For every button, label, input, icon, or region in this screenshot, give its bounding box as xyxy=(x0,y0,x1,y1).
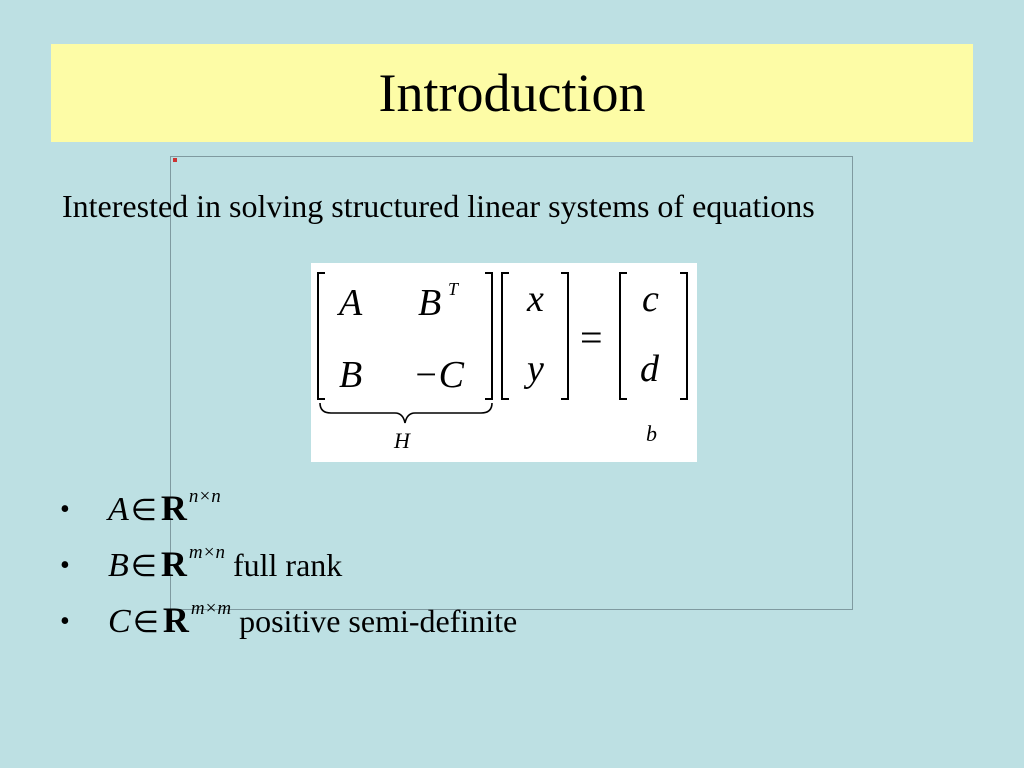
dimension-superscript: m×n xyxy=(188,542,225,563)
slide-title: Introduction xyxy=(378,63,646,123)
matrix-entry-minus-c: −C xyxy=(413,354,465,396)
bullet-description: positive semi-definite xyxy=(239,603,518,639)
math-var: B xyxy=(108,547,129,584)
dimension-superscript: n×n xyxy=(188,486,221,507)
intro-text: Interested in solving structured linear … xyxy=(62,188,815,224)
math-var: A xyxy=(108,491,129,528)
equation-box: A B T B −C x y = c d H b xyxy=(311,263,697,462)
vector-entry-d: d xyxy=(640,348,660,390)
bullet-icon: • xyxy=(60,606,70,637)
matrix-entry-a: A xyxy=(336,282,363,324)
matrix-entry-b-top: B xyxy=(418,282,441,324)
real-set-symbol: R xyxy=(160,488,187,528)
element-of-symbol: ∈ xyxy=(130,494,157,527)
vector-xy-left-bracket xyxy=(501,272,509,400)
vector-cd-left-bracket xyxy=(619,272,627,400)
matrix-h-right-bracket xyxy=(485,272,493,400)
bullet-description: full rank xyxy=(232,547,343,583)
matrix-h-left-bracket xyxy=(317,272,325,400)
image-placeholder-frame xyxy=(170,156,853,610)
broken-image-icon xyxy=(173,158,177,162)
vector-entry-y: y xyxy=(523,348,544,390)
underbrace-h xyxy=(319,402,493,424)
element-of-symbol: ∈ xyxy=(132,606,159,639)
bullet-icon: • xyxy=(60,494,70,525)
equals-sign: = xyxy=(580,315,603,360)
matrix-entry-b-bottom: B xyxy=(339,354,362,396)
real-set-symbol: R xyxy=(162,600,189,640)
bullet-icon: • xyxy=(60,550,70,581)
label-h: H xyxy=(393,428,411,453)
dimension-superscript: m×m xyxy=(190,598,232,619)
vector-xy-right-bracket xyxy=(561,272,569,400)
vector-entry-c: c xyxy=(642,278,659,320)
transpose-superscript: T xyxy=(448,279,460,299)
title-bar: Introduction xyxy=(51,44,973,142)
vector-entry-x: x xyxy=(526,278,544,320)
equation-figure: A B T B −C x y = c d H b xyxy=(317,272,688,453)
math-var: C xyxy=(108,603,131,640)
vector-cd-right-bracket xyxy=(680,272,688,400)
label-b: b xyxy=(646,421,657,446)
real-set-symbol: R xyxy=(160,544,187,584)
element-of-symbol: ∈ xyxy=(130,550,157,583)
